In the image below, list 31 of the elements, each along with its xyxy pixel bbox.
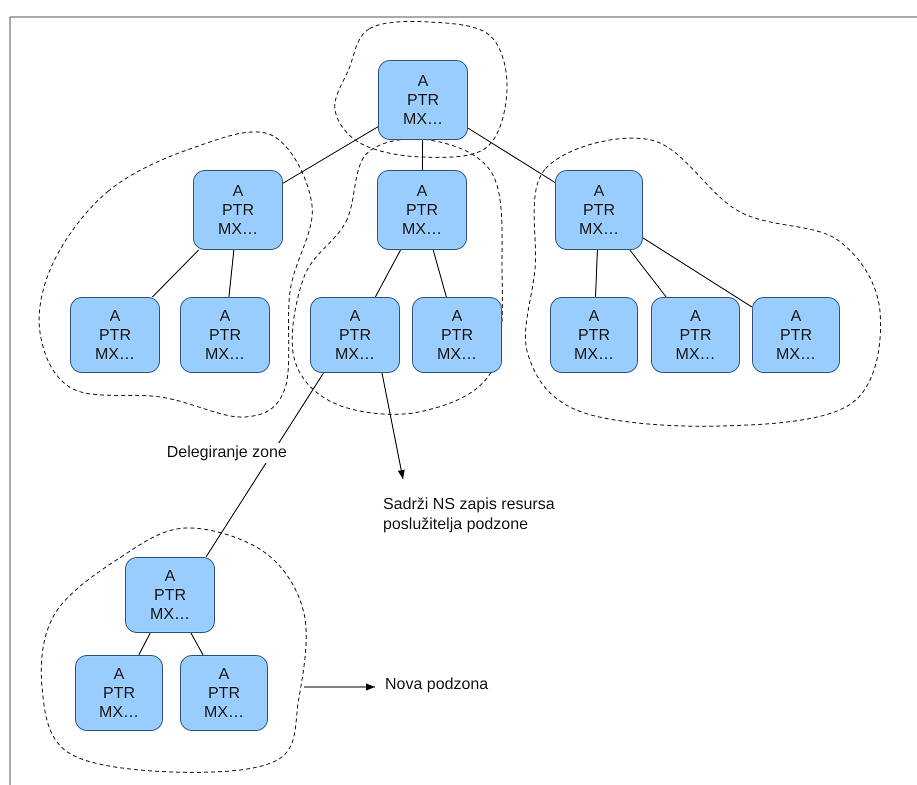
connector-line: [629, 250, 667, 298]
record-box: A PTR MX…: [193, 170, 283, 250]
record-box: A PTR MX…: [180, 655, 268, 731]
record-box: A PTR MX…: [550, 297, 638, 373]
annotation-text: Nova podzona: [385, 675, 490, 695]
record-box: A PTR MX…: [378, 60, 468, 140]
connector-line: [374, 250, 402, 298]
record-box: A PTR MX…: [752, 297, 840, 373]
connector-line: [422, 140, 424, 170]
connector-line: [595, 250, 598, 298]
arrow: [382, 372, 405, 480]
record-box: A PTR MX…: [75, 655, 163, 731]
connector-line: [138, 632, 151, 656]
record-box: A PTR MX…: [651, 297, 740, 373]
record-box: A PTR MX…: [377, 170, 467, 250]
record-box: A PTR MX…: [310, 297, 400, 373]
connector-line: [468, 128, 556, 183]
connector-line: [206, 372, 324, 558]
connector-line: [228, 250, 234, 298]
connector-line: [642, 237, 752, 308]
arrow: [304, 683, 376, 691]
record-box: A PTR MX…: [555, 170, 643, 250]
connector-line: [152, 250, 200, 298]
record-box: A PTR MX…: [412, 297, 502, 373]
record-box: A PTR MX…: [180, 297, 270, 373]
connector-line: [190, 632, 204, 656]
record-box: A PTR MX…: [125, 557, 215, 633]
annotation-text: Sadrži NS zapis resursa poslužitelja podzone: [383, 495, 556, 535]
connector-line: [432, 250, 447, 298]
record-box: A PTR MX…: [70, 297, 160, 373]
connector-line: [282, 126, 378, 184]
